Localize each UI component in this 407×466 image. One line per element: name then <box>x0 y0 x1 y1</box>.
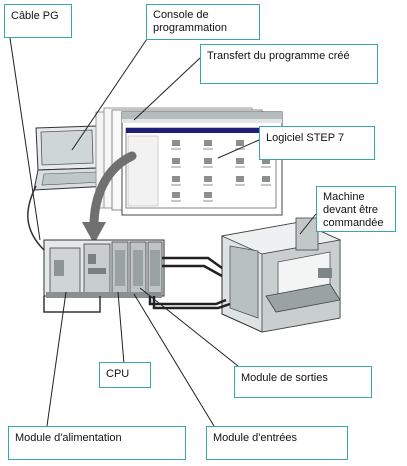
folder-icon <box>204 158 212 164</box>
label-machine-line2: devant être <box>323 204 379 216</box>
label-cable-pg-text: Câble PG <box>11 10 59 22</box>
label-machine-line1: Machine <box>323 191 365 203</box>
label-cpu-text: CPU <box>106 368 130 380</box>
folder-icon <box>236 140 244 146</box>
machine-illustration <box>220 217 342 333</box>
plc-rack <box>43 239 165 298</box>
label-console-line1: Console de <box>153 9 209 21</box>
label-cpu: CPU <box>99 362 151 388</box>
label-console-line2: programmation <box>153 22 227 34</box>
folder-icon <box>204 192 212 198</box>
folder-caption-placeholder <box>171 184 181 186</box>
folder-icon <box>172 176 180 182</box>
folder-caption-placeholder <box>235 184 245 186</box>
folder-caption-placeholder <box>203 166 213 168</box>
folder-icon <box>236 176 244 182</box>
folder-icon <box>262 176 270 182</box>
label-transfert-programme: Transfert du programme créé <box>200 44 378 84</box>
folder-icon <box>172 192 180 198</box>
label-machine: Machine devant être commandée <box>316 186 396 232</box>
transfer-arrow <box>82 151 137 244</box>
label-machine-line3: commandée <box>323 217 384 229</box>
screen-icon-grid <box>171 140 271 202</box>
laptop-illustration <box>33 125 111 191</box>
label-module-sorties-text: Module de sorties <box>241 372 328 384</box>
folder-icon <box>204 140 212 146</box>
folder-caption-placeholder <box>235 148 245 150</box>
label-logiciel-step7: Logiciel STEP 7 <box>259 126 375 160</box>
folder-icon <box>172 158 180 164</box>
folder-caption-placeholder <box>171 148 181 150</box>
folder-caption-placeholder <box>203 184 213 186</box>
label-module-sorties: Module de sorties <box>234 366 372 398</box>
label-module-alimentation-text: Module d'alimentation <box>15 432 122 444</box>
label-module-entrees-text: Module d'entrées <box>213 432 298 444</box>
folder-caption-placeholder <box>261 184 271 186</box>
folder-caption-placeholder <box>171 200 181 202</box>
label-logiciel-text: Logiciel STEP 7 <box>266 132 345 144</box>
folder-icon <box>262 158 270 164</box>
folder-caption-placeholder <box>171 166 181 168</box>
folder-caption-placeholder <box>203 148 213 150</box>
label-cable-pg: Câble PG <box>4 4 72 38</box>
label-console-programmation: Console de programmation <box>146 4 260 40</box>
folder-icon <box>236 158 244 164</box>
label-module-alimentation: Module d'alimentation <box>8 426 186 460</box>
leader-lines <box>9 29 317 427</box>
cables <box>27 185 231 313</box>
folder-caption-placeholder <box>235 166 245 168</box>
folder-icon <box>172 140 180 146</box>
label-module-entrees: Module d'entrées <box>206 426 348 460</box>
folder-caption-placeholder <box>261 166 271 168</box>
label-transfert-text: Transfert du programme créé <box>207 50 350 62</box>
folder-caption-placeholder <box>203 200 213 202</box>
folder-icon <box>204 176 212 182</box>
